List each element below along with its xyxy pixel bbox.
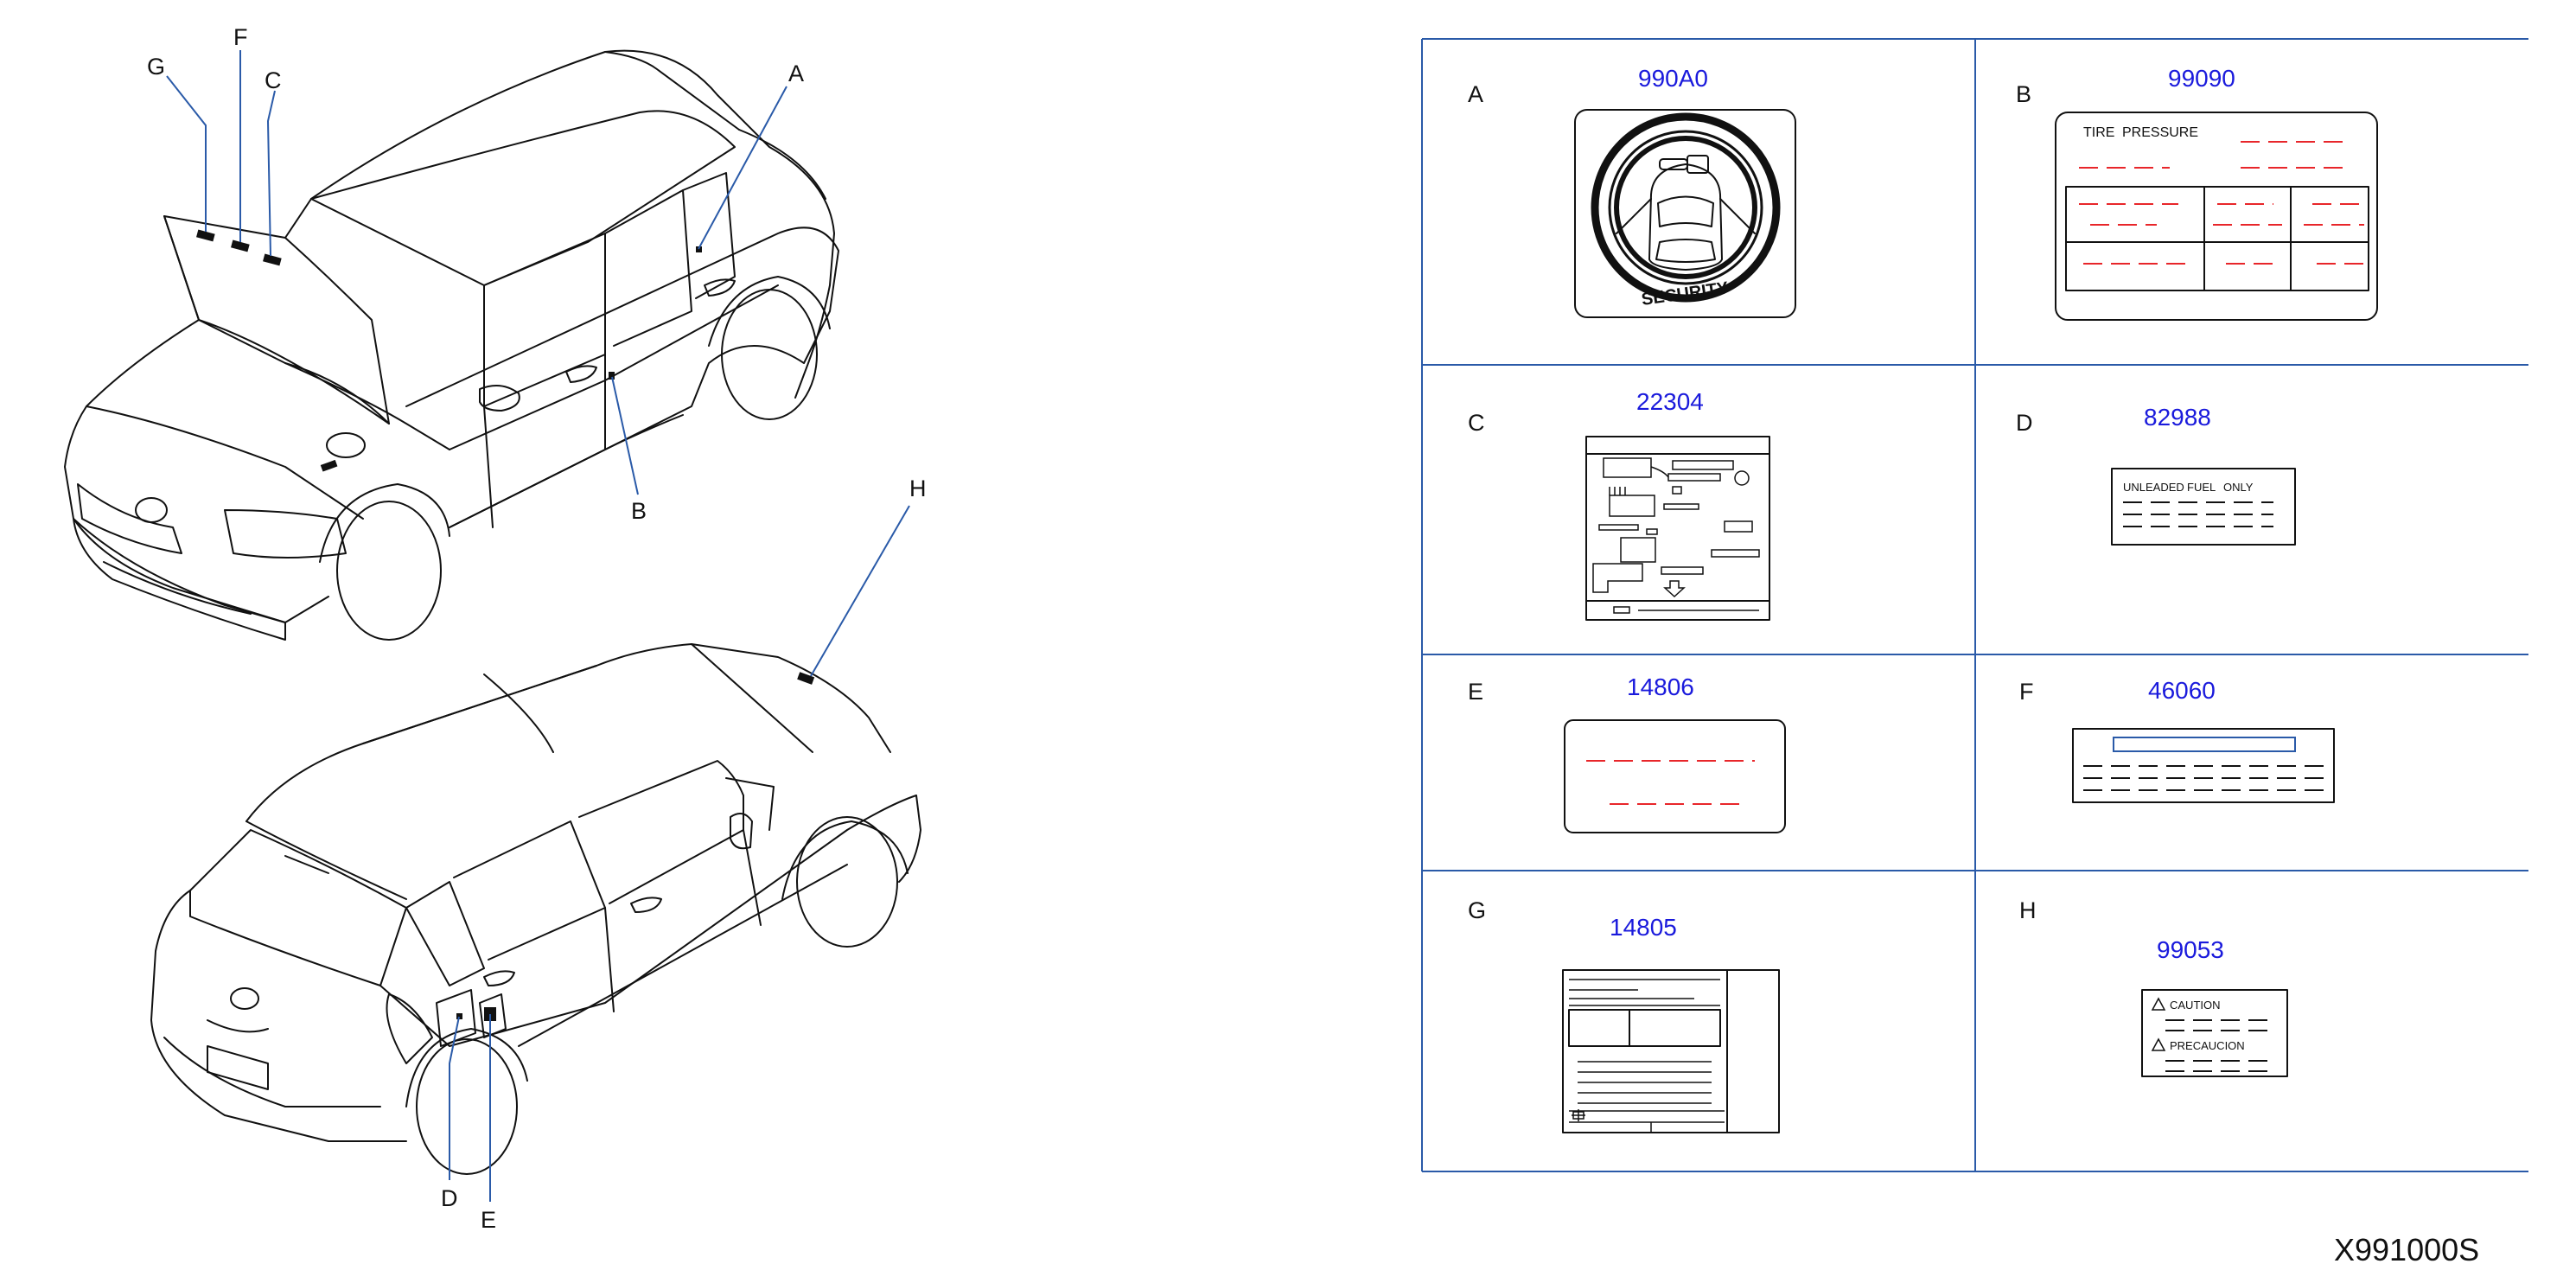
callout-lines-top: [166, 50, 787, 495]
cell-letter-d: D: [2016, 410, 2033, 436]
label-h-caution: CAUTION PRECAUCION: [2141, 989, 2288, 1077]
cell-letter-f: F: [2019, 679, 2034, 705]
label-g: [1562, 969, 1780, 1133]
callout-f-top: F: [233, 24, 248, 50]
label-d-text-3: ONLY: [2223, 481, 2254, 494]
callout-b-top: B: [631, 498, 647, 524]
part-number-a: 990A0: [1638, 65, 1708, 92]
part-number-g: 14805: [1610, 914, 1677, 941]
callout-e-bottom: E: [481, 1207, 496, 1233]
callout-c-top: C: [265, 67, 282, 93]
label-c-vacuum-diagram: [1585, 436, 1770, 621]
label-b-text-1: TIRE: [2083, 125, 2114, 140]
cell-letter-b: B: [2016, 81, 2031, 107]
diagram-code: X991000S: [2334, 1232, 2479, 1267]
callout-g-top: G: [147, 54, 165, 80]
callout-a-top: A: [788, 61, 804, 86]
part-number-d: 82988: [2144, 404, 2211, 431]
label-b-tire-pressure: TIRE PRESSURE: [2055, 112, 2378, 321]
label-e: [1564, 719, 1786, 833]
cell-letter-e: E: [1468, 679, 1483, 705]
label-h-text-2: PRECAUCION: [2170, 1039, 2245, 1052]
label-h-text-1: CAUTION: [2170, 999, 2221, 1012]
label-b-text-2: PRESSURE: [2122, 125, 2198, 140]
part-number-f: 46060: [2148, 677, 2216, 704]
cell-letter-g: G: [1468, 897, 1486, 923]
part-number-h: 99053: [2157, 936, 2224, 963]
label-d-text-1: UNLEADED: [2123, 481, 2184, 494]
part-number-b: 99090: [2168, 65, 2235, 92]
part-number-c: 22304: [1636, 388, 1704, 415]
part-number-e: 14806: [1627, 673, 1694, 700]
car-rear-view: [150, 643, 921, 1175]
label-d-unleaded-fuel: UNLEADED FUEL ONLY: [2111, 468, 2296, 546]
callout-d-bottom: D: [441, 1185, 458, 1211]
callout-lines-bottom: [449, 505, 910, 1202]
callout-h-bottom: H: [909, 476, 927, 501]
car-front-view: [64, 49, 839, 641]
label-f: [2072, 728, 2335, 803]
cell-letter-a: A: [1468, 81, 1483, 107]
label-grid: [1421, 38, 2528, 1172]
cell-letter-c: C: [1468, 410, 1485, 436]
label-a-security: SECURITY: [1574, 109, 1796, 318]
cell-letter-h: H: [2019, 897, 2037, 923]
label-d-text-2: FUEL: [2187, 481, 2216, 494]
